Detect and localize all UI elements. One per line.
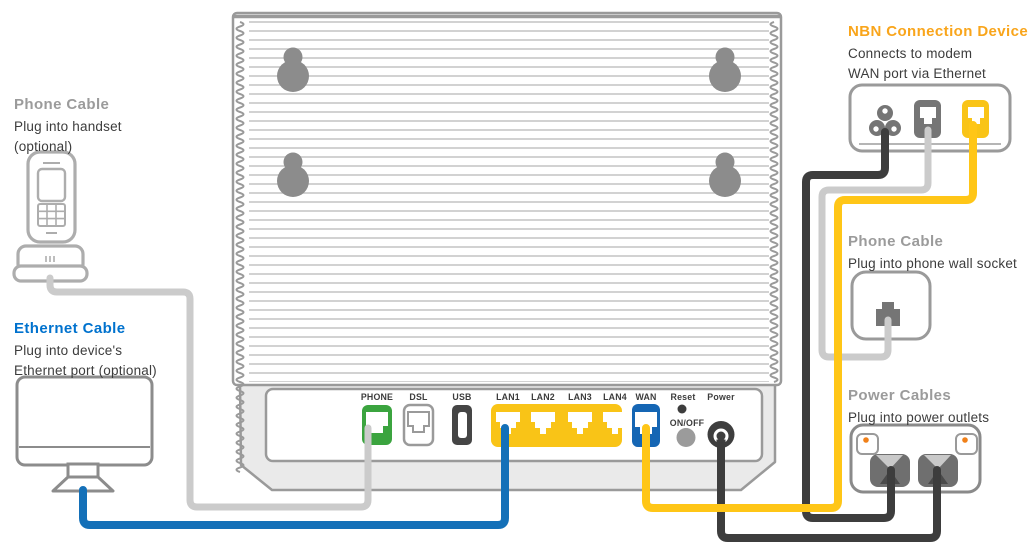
lan2-port-label: LAN2: [531, 392, 555, 402]
annotation-line: Connects to modem: [848, 46, 973, 62]
reset-label: Reset: [671, 392, 696, 402]
lan1-port-label: LAN1: [496, 392, 520, 402]
wall-mount-keyhole: [709, 47, 741, 92]
annotation-phone-cable-left: Phone Cable Plug into handset (optional): [14, 96, 122, 158]
nbn-power-cable: [802, 128, 895, 522]
port-lan-group: [491, 404, 627, 447]
port-dsl: [402, 403, 435, 447]
phone-port-label: PHONE: [361, 392, 393, 402]
ethernet-cable: [79, 424, 509, 529]
annotation-title: NBN Connection Device: [848, 23, 1029, 40]
annotation-line: Ethernet port (optional): [14, 362, 157, 378]
modem-vents: [249, 21, 769, 382]
wall-socket-jack: [876, 302, 900, 326]
desktop-monitor-icon: [15, 375, 154, 493]
annotation-title: Ethernet Cable: [14, 320, 126, 337]
power-label: Power: [707, 392, 735, 402]
wall-mount-keyhole: [277, 152, 309, 197]
wan-port-label: WAN: [635, 392, 656, 402]
lan3-port-label: LAN3: [568, 392, 592, 402]
on-off-button: [676, 428, 696, 447]
annotation-line: WAN port via Ethernet: [848, 65, 987, 81]
nbn-uni-d-port: [962, 100, 989, 138]
dsl-port-label: DSL: [409, 392, 428, 402]
annotation-line: Plug into power outlets: [848, 410, 990, 426]
outlet-switch: [856, 433, 879, 455]
annotation-nbn-device: NBN Connection Device Connects to modem …: [848, 23, 1028, 85]
modem-fin-edge-left: [235, 21, 245, 473]
outlet-indicator-dot: [962, 437, 968, 443]
annotation-ethernet-cable: Ethernet Cable Plug into device's Ethern…: [14, 320, 157, 382]
annotation-title: Phone Cable: [848, 233, 944, 250]
reset-button: [677, 404, 687, 414]
nbn-uni-v-port: [914, 100, 941, 138]
modem-fin-edge-right: [769, 21, 779, 383]
annotation-power-cables: Power Cables Plug into power outlets: [848, 387, 989, 430]
modem-router: PHONE DSL USB LAN1 LAN2 LAN3 LAN4 WAN Re…: [231, 11, 783, 492]
wall-mount-keyhole: [277, 47, 309, 92]
modem-power-cable: [717, 442, 941, 542]
phone-cable-left: [46, 274, 372, 511]
annotation-line: (optional): [14, 138, 73, 154]
annotation-title: Phone Cable: [14, 96, 110, 113]
on-off-label: ON/OFF: [670, 418, 705, 428]
lan4-port-label: LAN4: [603, 392, 627, 402]
usb-port-label: USB: [452, 392, 471, 402]
annotation-phone-cable-right: Phone Cable Plug into phone wall socket: [848, 233, 1017, 276]
power-outlet-icon: [849, 423, 982, 494]
port-usb: [452, 405, 472, 445]
annotation-line: Plug into handset: [14, 119, 122, 135]
nbn-phone-cable: [818, 126, 932, 361]
phone-handset-icon: [26, 150, 77, 244]
annotation-title: Power Cables: [848, 387, 952, 404]
annotation-line: Plug into phone wall socket: [848, 256, 1018, 272]
outlet-indicator-dot: [863, 437, 869, 443]
annotation-line: Plug into device's: [14, 343, 123, 359]
phone-wall-socket-icon: [850, 270, 932, 341]
outlet-switch: [955, 433, 978, 455]
wall-mount-keyhole: [709, 152, 741, 197]
wan-uplink-cable: [642, 121, 977, 512]
